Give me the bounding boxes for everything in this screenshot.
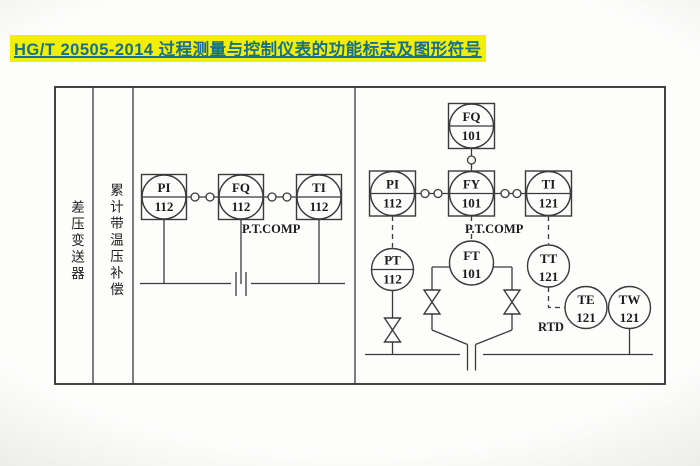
instrument-ti-112-left: TI 112	[295, 173, 343, 221]
signal-link-circle-icon	[512, 188, 522, 199]
instrument-number: 121	[620, 310, 640, 325]
signal-link-circle-icon	[500, 188, 510, 199]
instrument-tw-121: TW 121	[607, 285, 652, 330]
ptcomp-label-left: P.T.COMP	[242, 222, 301, 236]
instrument-te-121: TE 121	[564, 285, 608, 330]
instrument-number: 112	[232, 199, 251, 214]
instrument-tag: TW	[619, 292, 641, 307]
instrument-pt-112: PT 112	[370, 247, 415, 292]
instrument-number: 101	[462, 266, 482, 281]
column-header-totalizer-compensation: 累计带温压补偿	[108, 183, 123, 299]
instrument-number: 112	[155, 199, 174, 214]
instrument-number: 101	[462, 128, 482, 143]
instrument-number: 121	[576, 310, 596, 325]
valve-icon	[422, 289, 442, 315]
column-header-dp-transmitter: 差压变送器	[69, 200, 84, 283]
instrument-fy-101: FY 101	[447, 170, 496, 217]
instrument-tt-121: TT 121	[526, 244, 571, 288]
instrument-tag: FQ	[462, 109, 480, 124]
valve-icon	[502, 289, 522, 315]
signal-link-circle-icon	[205, 192, 215, 202]
rtd-signal-elbow	[547, 287, 565, 309]
signal-link-circle-icon	[466, 155, 477, 165]
instrument-ti-121: TI 121	[524, 170, 573, 217]
instrument-tag: TT	[540, 251, 558, 266]
instrument-tag: TI	[542, 177, 556, 192]
rtd-label: RTD	[538, 320, 564, 334]
instrument-number: 112	[383, 196, 402, 211]
instrument-tag: PI	[158, 180, 171, 195]
instrument-pi-112-right: PI 112	[368, 170, 417, 217]
signal-link-circle-icon	[190, 192, 200, 202]
standard-title: HG/T 20505-2014 过程测量与控制仪表的功能标志及图形符号	[10, 35, 486, 62]
impulse-line	[431, 329, 468, 346]
signal-link-circle-icon	[282, 192, 292, 202]
instrument-tag: FY	[463, 177, 481, 192]
instrument-number: 112	[310, 199, 329, 214]
signal-link-circle-icon	[433, 188, 443, 199]
signal-link-circle-icon	[267, 192, 277, 202]
instrument-number: 121	[539, 196, 559, 211]
instrument-tag: FT	[463, 248, 480, 263]
instrument-tag: FQ	[232, 180, 250, 195]
instrument-fq-112-left: FQ 112	[217, 173, 265, 221]
signal-link-circle-icon	[420, 188, 430, 199]
impulse-line	[475, 329, 513, 346]
instrument-number: 112	[383, 272, 402, 287]
valve-icon	[383, 317, 402, 343]
instrument-tag: TE	[577, 292, 594, 307]
instrument-tag: PT	[384, 253, 401, 268]
ptcomp-label-right: P.T.COMP	[465, 222, 524, 236]
instrument-tag: PI	[386, 177, 399, 192]
instrument-pi-112-left: PI 112	[140, 173, 188, 221]
instrument-number: 101	[462, 196, 482, 211]
table-outer-border	[54, 86, 666, 385]
instrument-tag: TI	[312, 180, 326, 195]
instrument-ft-101: FT 101	[448, 240, 495, 286]
instrument-fq-101: FQ 101	[447, 102, 496, 150]
instrument-number: 121	[539, 269, 559, 284]
